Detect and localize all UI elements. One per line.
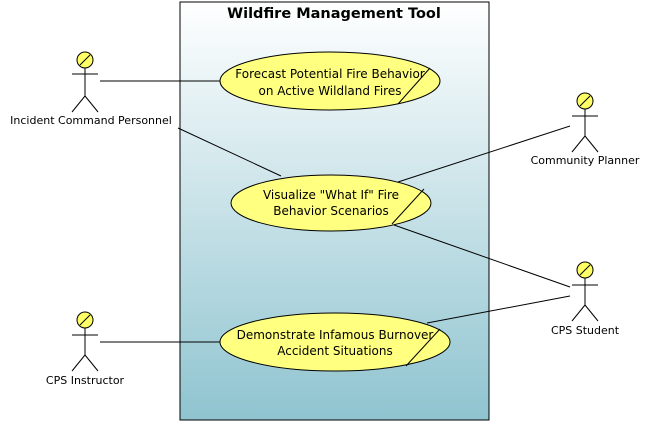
use-case-visualize[interactable]: Visualize "What If" Fire Behavior Scenar…	[230, 174, 432, 232]
use-case-demonstrate-line2: Accident Situations	[277, 344, 393, 358]
use-case-visualize-line1: Visualize "What If" Fire	[263, 188, 399, 202]
actor-community-planner[interactable]: Community Planner	[531, 92, 640, 167]
actor-label: Incident Command Personnel	[10, 114, 172, 127]
assoc-icp-visualize[interactable]	[177, 127, 282, 177]
use-case-forecast-line1: Forecast Potential Fire Behavior	[235, 67, 425, 81]
use-case-visualize-line2: Behavior Scenarios	[273, 204, 389, 218]
actor-label: CPS Instructor	[46, 374, 125, 387]
actor-cps-student[interactable]: CPS Student	[551, 261, 620, 337]
system-title: Wildfire Management Tool	[227, 6, 441, 22]
use-case-demonstrate-line1: Demonstrate Infamous Burnover	[237, 328, 434, 342]
actor-label: CPS Student	[551, 324, 620, 337]
assoc-student-visualize[interactable]	[393, 224, 571, 288]
actor-icon	[71, 311, 99, 372]
use-case-forecast[interactable]: Forecast Potential Fire Behavior on Acti…	[219, 51, 441, 111]
associations	[100, 80, 571, 343]
actor-icon	[571, 92, 599, 153]
actor-icon	[571, 261, 599, 322]
actor-label: Community Planner	[531, 154, 640, 167]
business-use-case-slash	[397, 67, 431, 105]
actor-icon	[71, 51, 99, 113]
actor-incident-command[interactable]: Incident Command Personnel	[10, 51, 172, 127]
use-case-demonstrate[interactable]: Demonstrate Infamous Burnover Accident S…	[219, 312, 451, 372]
use-case-forecast-line2: on Active Wildland Fires	[259, 84, 402, 98]
business-use-case-slash	[391, 188, 425, 225]
assoc-student-demonstrate[interactable]	[426, 295, 571, 324]
actor-cps-instructor[interactable]: CPS Instructor	[46, 311, 125, 387]
business-use-case-slash	[405, 328, 441, 367]
assoc-planner-visualize[interactable]	[397, 125, 571, 183]
